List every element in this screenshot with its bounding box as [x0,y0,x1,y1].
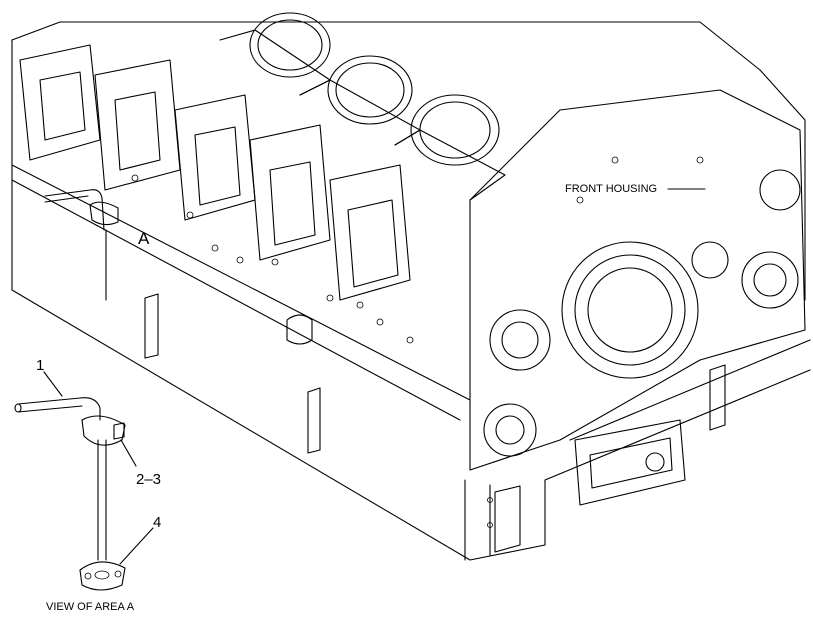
block-bolt-pattern [131,156,704,528]
deck-plate-3 [394,129,506,201]
bolt [696,156,704,164]
block-side-rail [11,164,471,401]
front-housing-upper-bore [759,169,801,211]
bore-3-inner [419,101,491,159]
front-housing-lower-bore-hub [495,415,525,445]
part-4-gasket [79,561,126,591]
block-base-rail [569,339,811,441]
bolt [326,294,334,302]
front-housing-label: FRONT HOUSING [565,183,657,195]
side-bracket-slot [144,293,159,359]
cylinder-bores [219,12,506,201]
side-boss [286,314,313,345]
bay-3-window [194,126,241,206]
block-side-rail-lower [11,179,461,421]
bay-2-window [114,91,161,171]
area-a-marker: A [138,229,150,248]
front-housing [469,89,806,506]
bolt [487,497,493,503]
block-lower-outline [11,39,811,561]
front-housing-small-bore [691,241,729,279]
bay-5-window [347,199,399,288]
bolt [611,156,619,164]
installed-tube-flange [89,201,119,226]
bolt [271,258,279,266]
engine-block [11,21,811,561]
front-housing-main-bore-inner [574,254,686,366]
front-housing-gear-1-hub [501,321,539,359]
front-housing-gear-2-hub [753,263,787,297]
bore-3 [410,94,500,166]
installed-tube-assembly [44,189,119,301]
callout-part-2-3: 2–3 [136,471,161,488]
block-top-outline [11,21,806,301]
front-housing-outline [469,89,806,471]
front-housing-main-bore [561,241,699,379]
bore-2-inner [335,62,405,118]
bolt [236,256,244,264]
front-cover-plate [574,419,686,506]
bay-4 [249,124,331,261]
front-housing-gear-1 [489,309,551,371]
part-4-gasket-port [94,570,110,580]
front-housing-gear-2 [741,251,799,309]
block-foot-plate [494,485,521,553]
part-1-flange [81,415,126,446]
callout-part-4: 4 [153,514,161,531]
bore-1 [249,12,331,78]
front-cover-boss [645,452,665,472]
front-housing-main-bore-core [587,267,673,353]
bay-1 [19,44,101,161]
front-housing-lower-bore [483,403,537,457]
bolt [406,336,414,344]
bay-4-window [269,161,316,246]
part-4-gasket-hole [84,572,92,580]
bolt [211,244,219,252]
part-4-gasket-hole [114,570,122,578]
bolt [356,301,364,309]
bore-1-inner [257,19,323,71]
bay-5 [329,164,411,301]
detail-view-area-a [14,397,126,591]
installed-tube-upper [44,189,105,231]
front-cover-plate-inner [589,437,673,489]
bolt [487,522,493,528]
installed-tube-upper-edge [44,195,89,203]
callout-part-1: 1 [36,357,44,374]
view-caption: VIEW OF AREA A [46,601,135,613]
bolt [376,318,384,326]
bolt [186,211,194,219]
bolt [576,196,584,204]
part-1-tube-end [14,403,22,413]
bore-2 [327,55,413,125]
block-mount-tab [709,364,726,431]
bolt [131,174,139,182]
part-1-tube-upper-edge [17,405,83,413]
leader-part-2-3 [120,439,137,467]
bay-2 [94,59,181,191]
side-bracket-slot-2 [307,387,321,454]
part-2-3-bolt [113,422,125,440]
part-1-tube-upper [17,397,101,421]
callout-leaders [43,188,706,565]
leader-part-1 [43,371,63,397]
bay-1-window [39,71,86,141]
leader-part-4 [119,527,154,565]
cylinder-bays [19,44,411,301]
